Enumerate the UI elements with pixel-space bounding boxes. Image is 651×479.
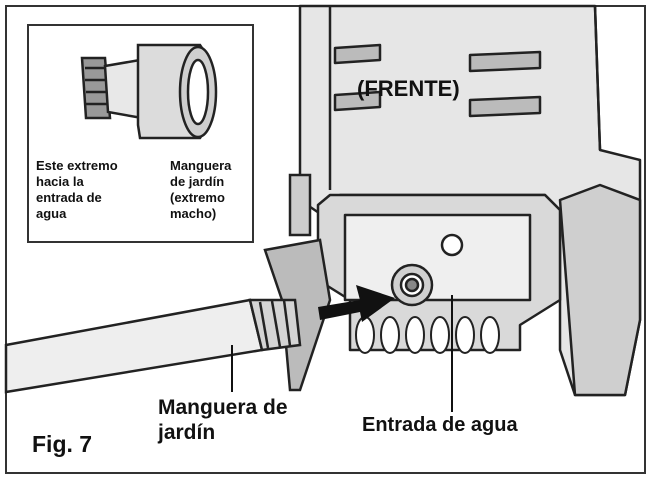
inset-right-line-1: Manguera <box>170 158 231 174</box>
inset-left-line-4: agua <box>36 206 118 222</box>
inset-left-line-3: entrada de <box>36 190 118 206</box>
hose-label-line-1: Manguera de <box>158 395 288 420</box>
inlet-label: Entrada de agua <box>362 414 518 437</box>
inset-right-label: Manguera de jardín (extremo macho) <box>170 158 231 222</box>
inset-right-line-3: (extremo <box>170 190 231 206</box>
inset-right-line-4: macho) <box>170 206 231 222</box>
hose-label: Manguera de jardín <box>158 395 288 445</box>
pressure-washer-body <box>300 6 640 395</box>
inset-left-label: Este extremo hacia la entrada de agua <box>36 158 118 222</box>
inset-left-line-1: Este extremo <box>36 158 118 174</box>
inset-right-line-2: de jardín <box>170 174 231 190</box>
water-inlet-fitting <box>392 265 432 305</box>
inset-left-line-2: hacia la <box>36 174 118 190</box>
hose-label-line-2: jardín <box>158 420 288 445</box>
front-label: (FRENTE) <box>357 76 460 102</box>
figure-number: Fig. 7 <box>32 431 92 458</box>
